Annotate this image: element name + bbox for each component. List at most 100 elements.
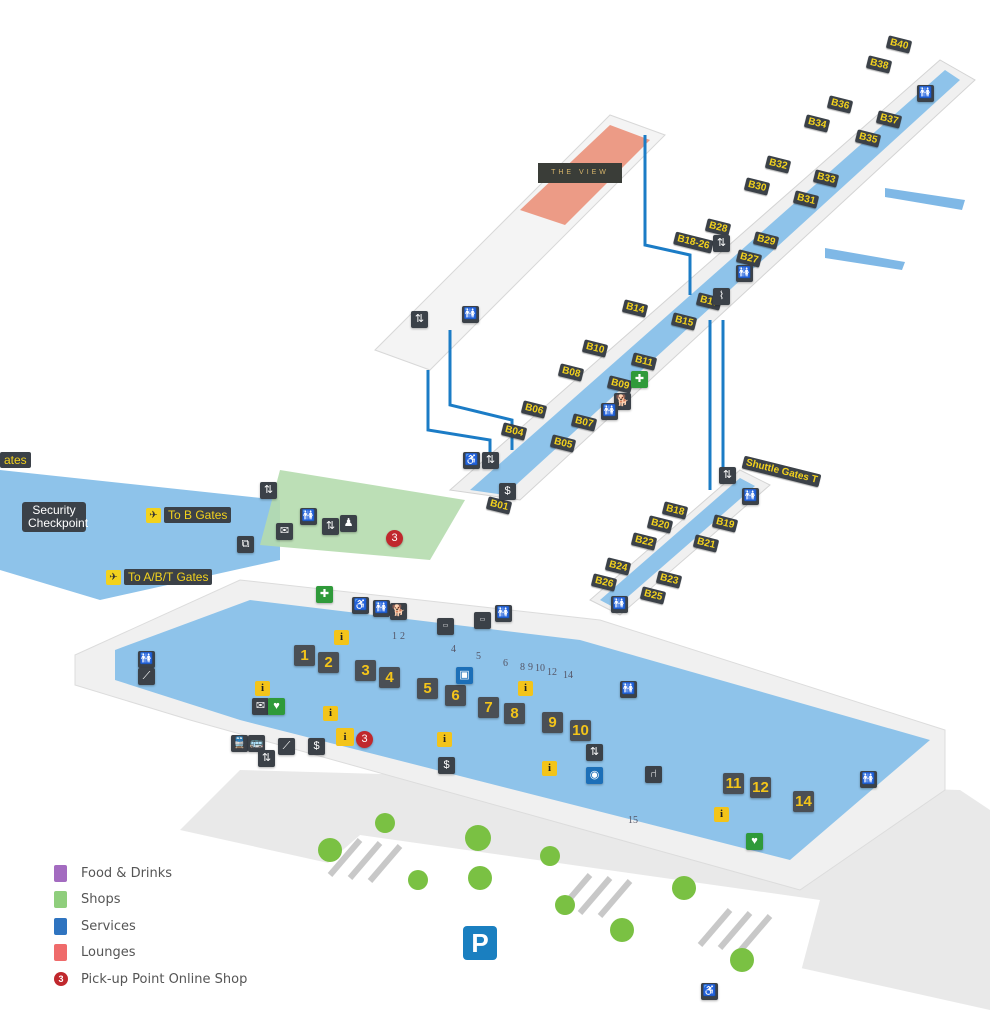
- aed-icon[interactable]: ♥: [746, 833, 763, 850]
- information-icon[interactable]: i: [336, 728, 354, 746]
- lounge-seat-icon[interactable]: ⑁: [645, 766, 662, 783]
- restroom-icon[interactable]: 🚻: [138, 651, 155, 668]
- cash-atm-icon[interactable]: $: [308, 738, 325, 755]
- restroom-icon[interactable]: 🚻: [860, 771, 877, 788]
- escalator-icon[interactable]: ⟋: [278, 738, 295, 755]
- pet-area-icon[interactable]: 🐕: [614, 393, 631, 410]
- legend-item-shops[interactable]: Shops: [54, 887, 247, 914]
- mail-icon[interactable]: ✉: [276, 523, 293, 540]
- shop-number: 10: [535, 663, 545, 674]
- to-abt-gates-label[interactable]: ✈ To A/B/T Gates: [106, 569, 213, 585]
- checkin-desk-10[interactable]: 10: [570, 720, 591, 741]
- elevator-icon[interactable]: ⇅: [260, 482, 277, 499]
- pet-area-icon[interactable]: 🐕: [390, 603, 407, 620]
- smoking-icon[interactable]: ⌇: [713, 288, 730, 305]
- shop-number: 12: [547, 667, 557, 678]
- information-icon[interactable]: i: [323, 706, 338, 721]
- the-view-lounge-label[interactable]: THE VIEW: [538, 163, 622, 183]
- baggage-icon[interactable]: ⧉: [237, 536, 254, 553]
- checkin-desk-9[interactable]: 9: [542, 712, 563, 733]
- first-aid-icon[interactable]: ✚: [631, 371, 648, 388]
- airplane: [825, 188, 965, 270]
- first-aid-icon[interactable]: ✚: [316, 586, 333, 603]
- information-icon[interactable]: i: [334, 630, 349, 645]
- lounge-seat-icon[interactable]: ♿: [463, 452, 480, 469]
- prayer-room-icon[interactable]: ▭: [437, 618, 454, 635]
- cash-atm-icon[interactable]: $: [438, 757, 455, 774]
- restroom-icon[interactable]: 🚻: [300, 508, 317, 525]
- restroom-icon[interactable]: 🚻: [601, 403, 618, 420]
- security-checkpoint-label: Security Checkpoint: [22, 502, 88, 532]
- legend-item-food-drinks[interactable]: Food & Drinks: [54, 860, 247, 887]
- legend-item-services[interactable]: Services: [54, 913, 247, 940]
- baby-care-icon[interactable]: ▭: [474, 612, 491, 629]
- information-icon[interactable]: i: [437, 732, 452, 747]
- restroom-icon[interactable]: 🚻: [495, 605, 512, 622]
- shop-number: 14: [563, 670, 573, 681]
- elevator-icon[interactable]: ⇅: [482, 452, 499, 469]
- train-icon[interactable]: 🚆: [231, 735, 248, 752]
- online-service-icon[interactable]: ▣: [456, 667, 473, 684]
- to-b-gates-label[interactable]: ✈ To B Gates: [146, 507, 232, 523]
- departure-plane-icon: ✈: [146, 507, 161, 523]
- shop-number: 6: [503, 658, 508, 669]
- information-icon[interactable]: i: [518, 681, 533, 696]
- elevator-icon[interactable]: ⇅: [719, 467, 736, 484]
- pier-t-floor: [600, 478, 755, 608]
- restroom-icon[interactable]: 🚻: [373, 600, 390, 617]
- checkin-desk-3[interactable]: 3: [355, 660, 376, 681]
- shop-number: 4: [451, 644, 456, 655]
- checkin-desk-8[interactable]: 8: [504, 703, 525, 724]
- pickup-point-icon: 3: [54, 972, 68, 987]
- information-icon[interactable]: i: [542, 761, 557, 776]
- information-icon[interactable]: i: [714, 807, 729, 822]
- elevator-icon[interactable]: ⇅: [713, 235, 730, 252]
- restroom-icon[interactable]: 🚻: [742, 488, 759, 505]
- legend-item-lounges[interactable]: Lounges: [54, 940, 247, 967]
- shop-number: 8: [520, 662, 525, 673]
- restroom-icon[interactable]: 🚻: [917, 85, 934, 102]
- elevator-icon[interactable]: ⇅: [586, 744, 603, 761]
- gates-left-label[interactable]: ates: [0, 452, 31, 468]
- luggage-wrap-icon[interactable]: ◉: [586, 767, 603, 784]
- parking-sign[interactable]: P: [463, 926, 497, 960]
- pickup-point-icon[interactable]: 3: [386, 530, 403, 547]
- shop-number: 1: [392, 631, 397, 642]
- information-icon[interactable]: i: [255, 681, 270, 696]
- lounges-swatch-icon: [54, 944, 67, 962]
- restroom-icon[interactable]: 🚻: [611, 596, 628, 613]
- checkin-desk-14[interactable]: 14: [793, 791, 814, 812]
- checkin-desk-7[interactable]: 7: [478, 697, 499, 718]
- bus-icon[interactable]: 🚌: [248, 735, 265, 752]
- elevator-icon[interactable]: ⇅: [258, 750, 275, 767]
- pickup-point-icon[interactable]: 3: [356, 731, 373, 748]
- checkin-desk-4[interactable]: 4: [379, 667, 400, 688]
- checkin-desk-1[interactable]: 1: [294, 645, 315, 666]
- restroom-icon[interactable]: 🚻: [620, 681, 637, 698]
- legend-item-pickup-point[interactable]: 3 Pick-up Point Online Shop: [54, 966, 247, 993]
- elevator-icon[interactable]: ⇅: [322, 518, 339, 535]
- wheelchair-icon[interactable]: ♿: [352, 597, 369, 614]
- escalator-icon[interactable]: ⟋: [138, 668, 155, 685]
- kids-play-icon[interactable]: ♟: [340, 515, 357, 532]
- services-swatch-icon: [54, 917, 67, 935]
- checkin-desk-6[interactable]: 6: [445, 685, 466, 706]
- aed-icon[interactable]: ♥: [268, 698, 285, 715]
- shops-swatch-icon: [54, 891, 67, 909]
- wheelchair-icon[interactable]: ♿: [701, 983, 718, 1000]
- shops-area: [260, 470, 465, 560]
- checkin-desk-2[interactable]: 2: [318, 652, 339, 673]
- elevator-icon[interactable]: ⇅: [411, 311, 428, 328]
- map-legend: Food & Drinks Shops Services Lounges 3 P…: [54, 860, 247, 993]
- checkin-desk-5[interactable]: 5: [417, 678, 438, 699]
- mail-icon[interactable]: ✉: [252, 698, 269, 715]
- checkin-desk-11[interactable]: 11: [723, 773, 744, 794]
- shop-number: 9: [528, 662, 533, 673]
- cash-atm-icon[interactable]: $: [499, 483, 516, 500]
- shop-number: 2: [400, 631, 405, 642]
- restroom-icon[interactable]: 🚻: [462, 306, 479, 323]
- restroom-icon[interactable]: 🚻: [736, 265, 753, 282]
- shop-number: 15: [628, 815, 638, 826]
- food-drinks-swatch-icon: [54, 864, 67, 882]
- checkin-desk-12[interactable]: 12: [750, 777, 771, 798]
